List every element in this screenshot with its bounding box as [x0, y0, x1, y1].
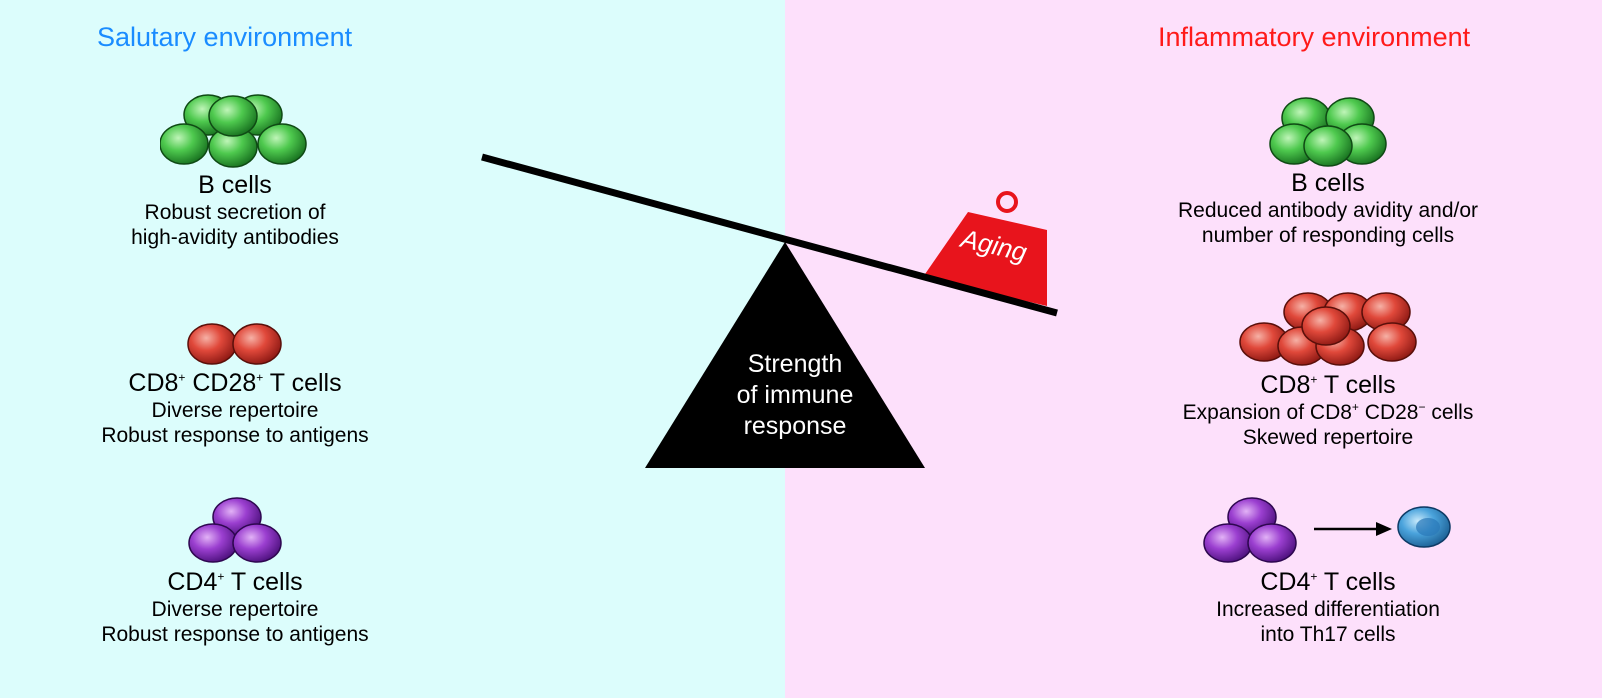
b-cell-cluster-icon — [160, 94, 307, 168]
right-cd8-name: CD8+ T cells — [1260, 371, 1396, 399]
balance-beam — [481, 153, 1058, 317]
right-cd8-desc-2: Skewed repertoire — [1242, 426, 1414, 449]
left-cd8-desc-1: Diverse repertoire — [151, 399, 319, 422]
left-b-cells-desc-1: Robust secretion of — [144, 201, 326, 224]
right-cd4-name: CD4+ T cells — [1260, 568, 1396, 596]
cd8-cell-pair-icon — [187, 323, 282, 365]
left-cd8-name: CD8+ CD28+ T cells — [128, 369, 342, 397]
right-b-cells-name: B cells — [1291, 169, 1365, 197]
b-cell-cluster-icon — [1269, 97, 1387, 167]
inflammatory-title: Inflammatory environment — [1158, 22, 1471, 52]
cd4-cell-cluster-icon — [188, 497, 282, 563]
left-cd4-group: CD4+ T cells Diverse repertoire Robust r… — [0, 497, 475, 647]
th17-differentiation-icon — [1203, 497, 1451, 563]
left-b-cells-name: B cells — [198, 171, 272, 199]
right-b-cells-desc-1: Reduced antibody avidity and/or — [1177, 199, 1479, 222]
cd8-cell-expansion-icon — [1239, 292, 1417, 366]
right-cd4-desc-1: Increased differentiation — [1216, 598, 1440, 621]
right-cd8-desc-1: Expansion of CD8+ CD28− cells — [1182, 400, 1474, 424]
left-cd8-desc-2: Robust response to antigens — [101, 424, 369, 447]
right-cd4-group: CD4+ T cells Increased differentiation i… — [1088, 497, 1568, 647]
left-cd4-name: CD4+ T cells — [167, 568, 303, 596]
weight-handle-icon — [996, 191, 1018, 213]
left-b-cells-desc-2: high-avidity antibodies — [131, 226, 339, 249]
fulcrum-label: Strength of immune response — [736, 350, 854, 440]
aging-weight: Aging — [923, 191, 1047, 306]
left-cd4-desc-1: Diverse repertoire — [151, 598, 319, 621]
fulcrum-triangle — [645, 242, 925, 468]
left-cd8-group: CD8+ CD28+ T cells Diverse repertoire Ro… — [0, 320, 475, 448]
right-b-cells-desc-2: number of responding cells — [1201, 224, 1455, 247]
inflammatory-panel — [785, 0, 1602, 698]
salutary-panel — [0, 0, 785, 698]
right-b-cells-group: B cells Reduced antibody avidity and/or … — [1088, 96, 1568, 248]
right-cd4-desc-2: into Th17 cells — [1260, 623, 1396, 646]
right-cd8-group: CD8+ T cells Expansion of CD8+ CD28− cel… — [1088, 290, 1568, 450]
salutary-title: Salutary environment — [97, 22, 353, 52]
left-cd4-desc-2: Robust response to antigens — [101, 623, 369, 646]
left-b-cells-group: B cells Robust secretion of high-avidity… — [0, 92, 475, 250]
